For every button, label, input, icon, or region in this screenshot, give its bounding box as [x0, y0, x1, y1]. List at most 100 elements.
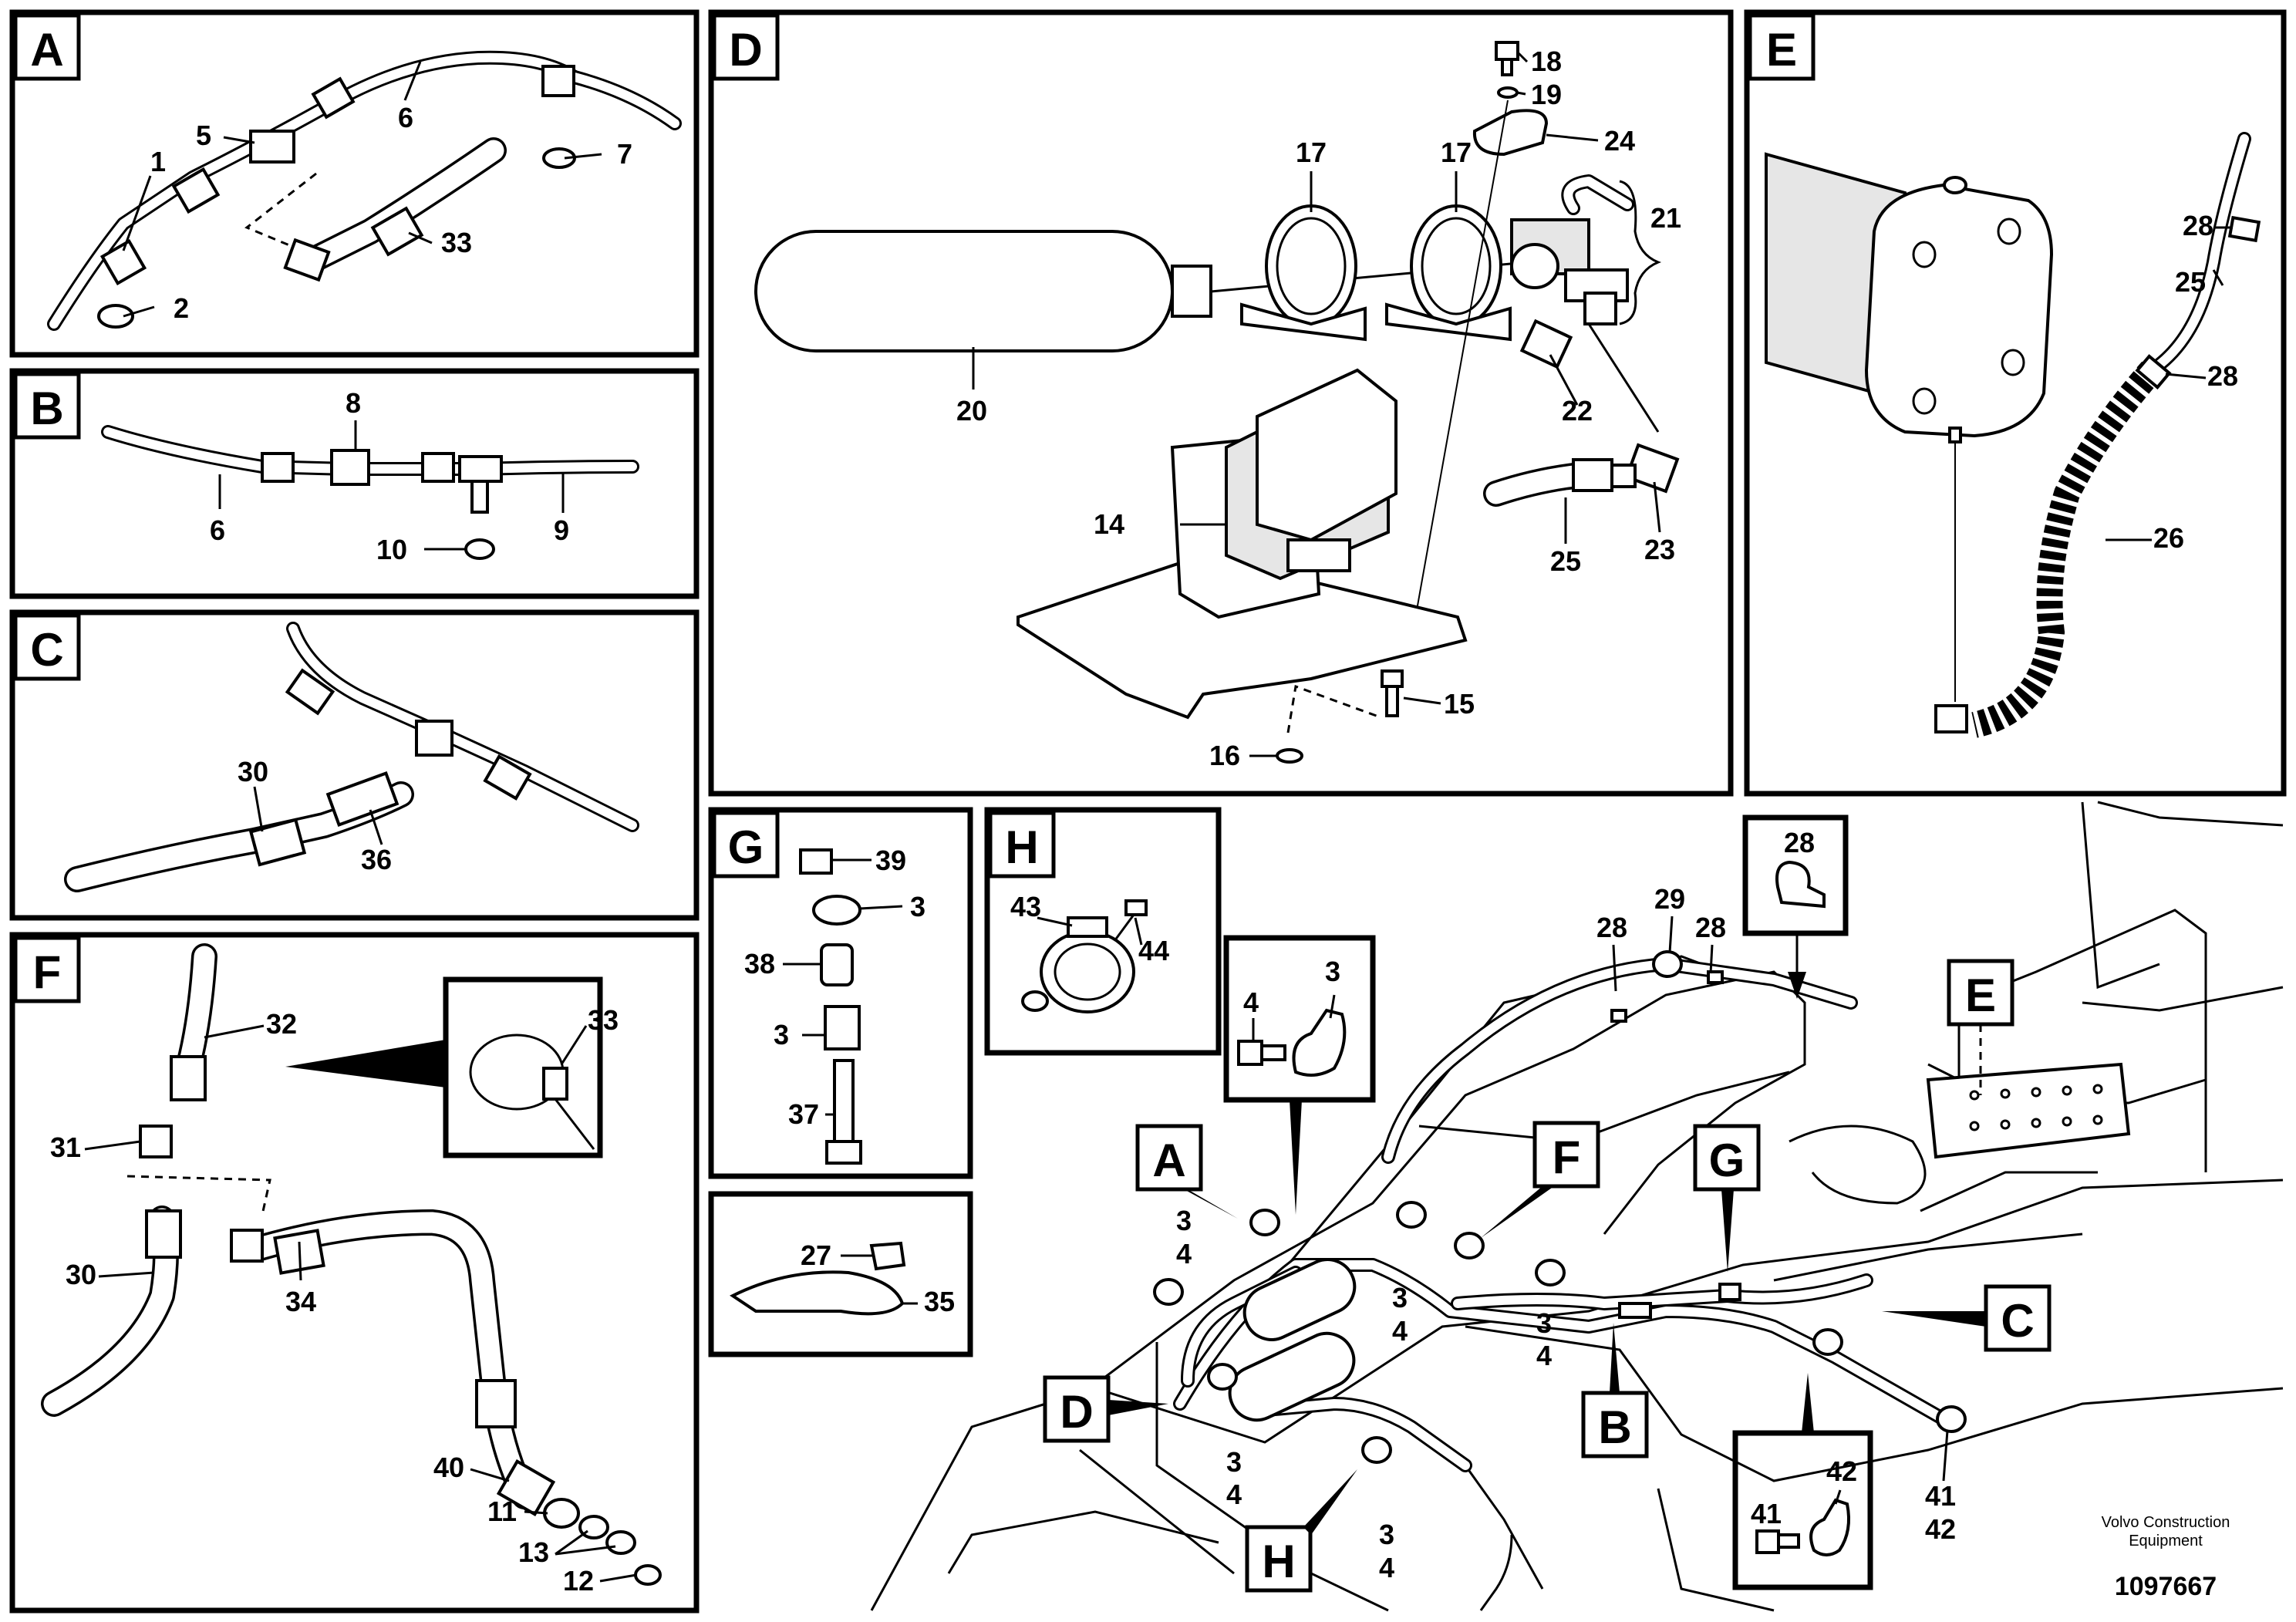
- callout-b-10: 10: [376, 534, 407, 565]
- panel-b-frame: [9, 368, 700, 599]
- callout-d-17b: 17: [1441, 137, 1472, 168]
- panel-e-label: E: [1766, 24, 1797, 76]
- panel-g-label-box: [712, 811, 780, 878]
- callout-e-26: 26: [2153, 522, 2184, 554]
- panel-b-label-box: [13, 372, 81, 440]
- callout-f-34: 34: [285, 1286, 316, 1317]
- main-accumulator: [1242, 1258, 1357, 1341]
- callout-f-40: 40: [433, 1452, 464, 1483]
- callout-main-4c: 4: [1536, 1340, 1552, 1371]
- panel-b-tee: [458, 455, 503, 483]
- callout-main-42: 42: [1925, 1513, 1956, 1545]
- main-inset-41-42: 41 42: [1732, 1373, 1873, 1590]
- callout-main-3e: 3: [1379, 1519, 1394, 1550]
- callout-27: 27: [801, 1239, 831, 1271]
- panel-a-tee-7: [541, 65, 575, 97]
- callout-d-17a: 17: [1296, 137, 1327, 168]
- panel-d: D: [708, 9, 1734, 797]
- panel-h-bolt-44: [1124, 899, 1148, 916]
- panel-d-washer-16: [1276, 748, 1303, 764]
- callout-d-16: 16: [1209, 740, 1240, 771]
- panel-e-clip-28a: [2227, 215, 2261, 243]
- callout-d-21: 21: [1650, 202, 1681, 234]
- main-callout-box-d: D: [1043, 1375, 1168, 1443]
- callout-main-4d: 4: [1226, 1479, 1242, 1510]
- panel-e-label-box: [1748, 13, 1816, 81]
- callout-e-25: 25: [2175, 266, 2206, 298]
- callout-main-41: 41: [1925, 1480, 1956, 1512]
- callout-c-36: 36: [361, 844, 392, 875]
- callout-main-4a: 4: [1176, 1238, 1192, 1270]
- callout-main-3b: 3: [1392, 1282, 1408, 1313]
- panel-f-label-box: [13, 936, 81, 1003]
- panel-d-elbow-23: [1624, 443, 1680, 494]
- callout-b-9: 9: [554, 514, 569, 546]
- callout-main-inset-42: 42: [1826, 1455, 1857, 1487]
- callout-a-2: 2: [174, 292, 189, 324]
- callout-a-33: 33: [441, 227, 472, 258]
- panel-g-clip-3a: [812, 895, 861, 926]
- callout-f-31: 31: [50, 1131, 81, 1163]
- callout-main-3d: 3: [1226, 1446, 1242, 1478]
- callout-g-37: 37: [788, 1098, 819, 1130]
- panel-d-washer-19: [1497, 86, 1519, 99]
- panel-c: C 30 36: [9, 609, 700, 921]
- callout-d-23: 23: [1644, 534, 1675, 565]
- panel-f: F 32 31 30: [9, 932, 700, 1614]
- callout-h-43: 43: [1010, 891, 1041, 922]
- main-callout-box-c: C: [1882, 1284, 2052, 1352]
- callout-d-22: 22: [1562, 395, 1593, 427]
- callout-d-15: 15: [1444, 688, 1475, 720]
- panel-f-elbow-40: [496, 1458, 556, 1517]
- main-view: A B C D E F G: [870, 801, 2284, 1612]
- panel-e-frame: [1744, 9, 2287, 797]
- callout-f-11: 11: [487, 1496, 517, 1527]
- callout-b-6: 6: [210, 514, 225, 546]
- callout-main-inset-3: 3: [1325, 956, 1340, 987]
- panel-g-clip-3b: [824, 1005, 861, 1050]
- panel-a-label: A: [30, 24, 63, 76]
- panel-f-fitting-31: [139, 1125, 173, 1158]
- panel-f-nipple-11: [543, 1498, 580, 1529]
- callout-a-1: 1: [150, 146, 166, 177]
- panel-a-label-box: [13, 13, 81, 81]
- callout-35: 35: [924, 1286, 955, 1317]
- panel-f-frame: [9, 932, 700, 1614]
- panel-c-label-box: [13, 613, 81, 681]
- cable-tie-mount-27: [869, 1241, 906, 1271]
- panel-b: B 8 6 9 10: [9, 368, 700, 599]
- callout-d-19: 19: [1531, 79, 1562, 110]
- callout-g-38: 38: [744, 948, 775, 980]
- panel-a-tee-5: [249, 130, 295, 164]
- main-clamp: [1249, 1209, 1280, 1236]
- panel-b-union-8: [330, 449, 370, 486]
- svg-text:C: C: [2001, 1295, 2034, 1347]
- panel-c-label: C: [30, 624, 63, 676]
- callout-main-29: 29: [1654, 883, 1685, 915]
- panel-c-frame: [9, 609, 700, 921]
- panel-e-end-cap: [1864, 183, 2054, 438]
- footer-company: Volvo Construction: [2102, 1514, 2230, 1531]
- drawing-number: 1097667: [2115, 1572, 2217, 1601]
- callout-main-28b: 28: [1695, 912, 1726, 943]
- panel-d-fitting-22: [1519, 319, 1573, 369]
- panel-d-label-box: [712, 13, 780, 81]
- callout-e-28b: 28: [2207, 360, 2238, 392]
- callout-c-30: 30: [238, 756, 268, 787]
- main-callout-box-f: F: [1481, 1121, 1600, 1238]
- svg-text:E: E: [1965, 969, 1996, 1021]
- panel-g-spacer-38: [820, 943, 854, 986]
- callout-d-25: 25: [1550, 545, 1581, 577]
- callout-a-7: 7: [617, 138, 632, 170]
- panel-d-accumulator-20: [754, 230, 1174, 352]
- panel-g-label: G: [728, 821, 764, 873]
- panel-h-label: H: [1005, 821, 1038, 873]
- callout-f-30: 30: [66, 1259, 96, 1290]
- panel-g-frame: [708, 807, 973, 1179]
- main-callout-box-a: A: [1135, 1124, 1238, 1219]
- callout-main-inset-41: 41: [1751, 1498, 1782, 1529]
- panel-g: G 39 3 38 3 37: [708, 807, 973, 1179]
- callout-main-3a: 3: [1176, 1205, 1192, 1236]
- panel-d-brace-21: [1619, 180, 1662, 325]
